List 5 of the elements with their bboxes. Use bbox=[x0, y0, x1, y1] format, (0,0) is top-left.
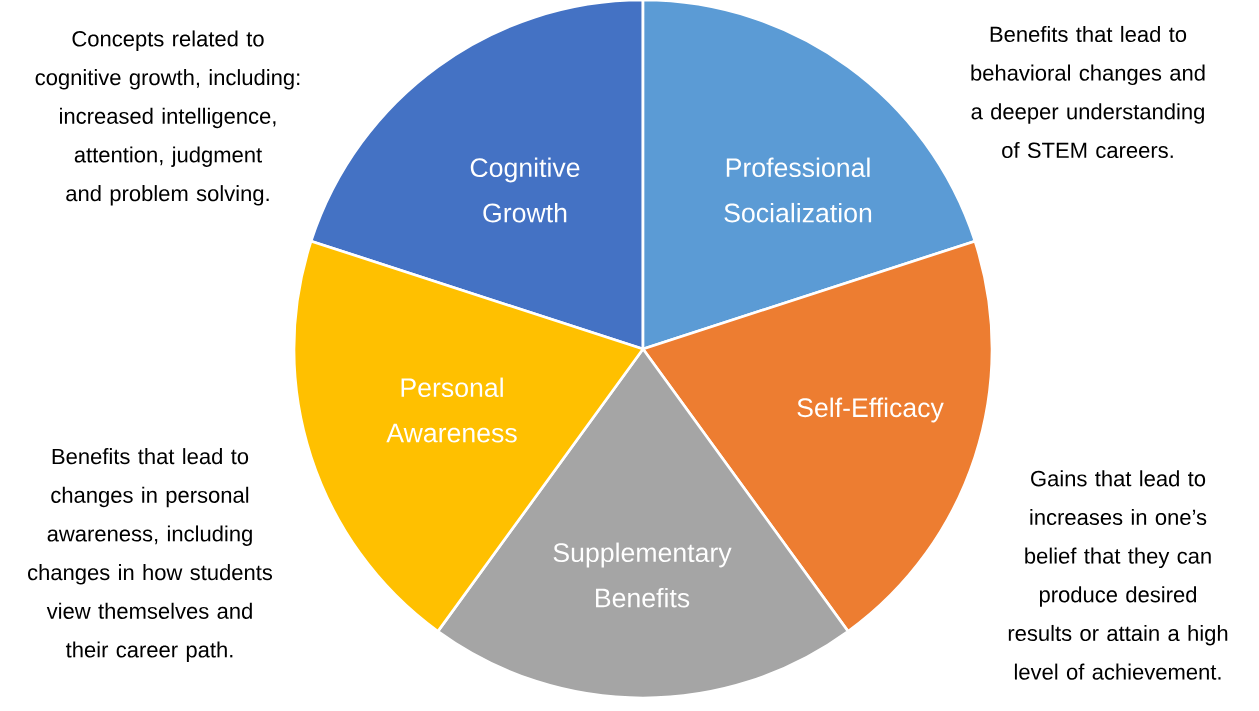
pie-slice: Cognitive Growth bbox=[309, 0, 645, 351]
description-text: Benefits that lead to behavioral changes and a deeper understanding of STEM careers. bbox=[971, 25, 1205, 159]
description-text: Concepts related to cognitive growth, including: increased intelligence, attention, judgment and problem solving. bbox=[35, 30, 300, 206]
description-text: Benefits that lead to changes in personal awareness, including changes in how students view themselves and their career path. bbox=[28, 448, 273, 662]
description-text: Gains that lead to increases in one’s belief that they can produce desired results or attain a high level of achievement. bbox=[1008, 470, 1228, 680]
